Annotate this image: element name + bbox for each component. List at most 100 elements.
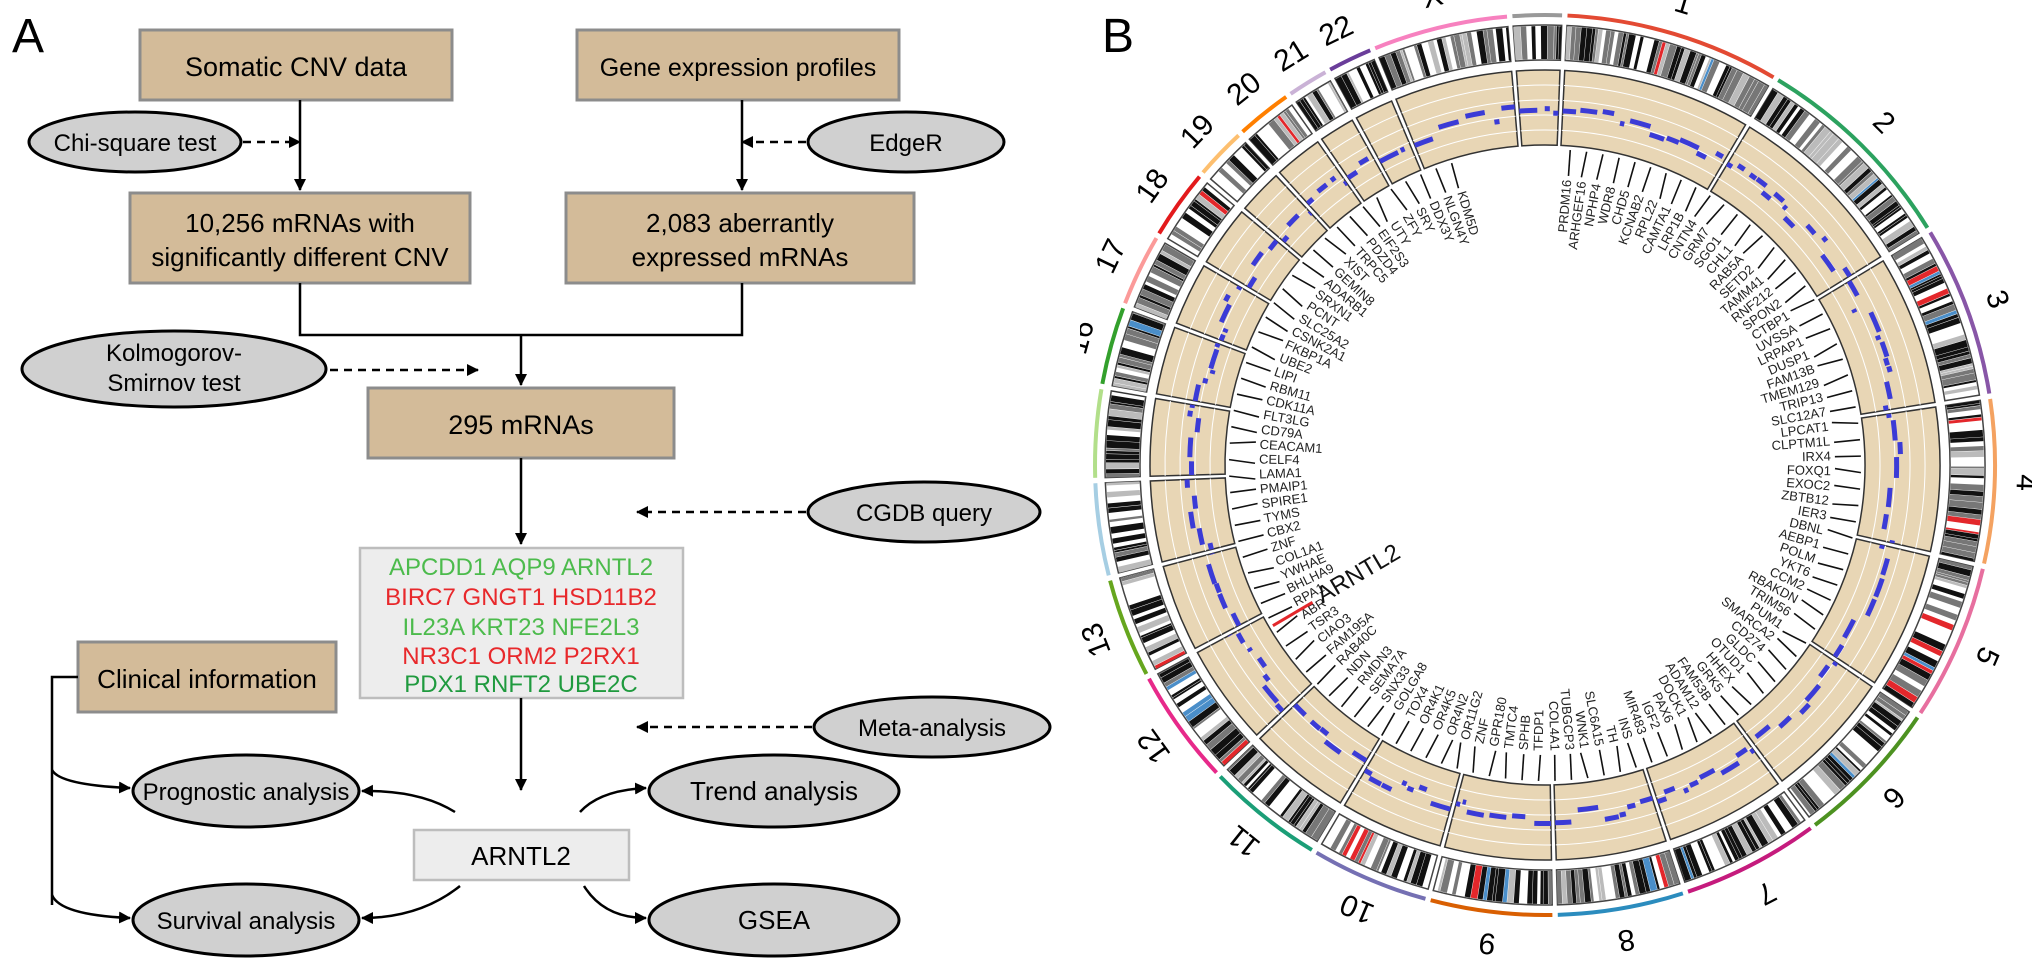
- ideogram-band: [1936, 568, 1970, 581]
- cnv-segment: [1293, 703, 1307, 717]
- chromosome-label: 5: [1969, 642, 2006, 670]
- ideogram-band: [1115, 550, 1149, 562]
- cnv-segment: [1413, 136, 1434, 148]
- track-gridline: [1370, 128, 1404, 145]
- ideogram-band: [1595, 867, 1602, 901]
- chromosome-label: 10: [1335, 887, 1379, 930]
- ideogram-band: [1164, 666, 1195, 687]
- ideogram-band: [1342, 825, 1361, 857]
- ideogram-band: [1120, 569, 1154, 582]
- track-gridline: [1179, 403, 1186, 476]
- ideogram-band: [1195, 194, 1226, 219]
- track-gridline: [1209, 408, 1216, 475]
- cnv-segment: [1698, 767, 1716, 780]
- cnv-segment: [1218, 303, 1232, 324]
- ideogram-band: [1712, 65, 1730, 97]
- ideogram-band: [1137, 297, 1170, 316]
- chromosome-outer-arc: [1430, 898, 1553, 917]
- gene-link-line: [1817, 358, 1843, 367]
- ideogram-band: [1946, 400, 1980, 408]
- gene-link-line: [1390, 188, 1408, 211]
- gene-link-line: [1258, 331, 1284, 342]
- ideogram-band: [1772, 101, 1795, 131]
- gene-link-line: [1305, 654, 1327, 673]
- ideogram-band: [1379, 56, 1397, 90]
- ideogram-band: [1790, 785, 1815, 815]
- ideogram-band: [1410, 851, 1426, 885]
- track-gridline: [1915, 409, 1926, 549]
- gsea-oval: GSEA: [647, 882, 901, 958]
- ideogram-band: [1835, 747, 1861, 772]
- ideogram-band: [1942, 373, 1976, 386]
- ideogram-band: [1249, 765, 1275, 793]
- track-gridline: [1377, 142, 1410, 158]
- ideogram-band: [1619, 863, 1628, 897]
- chromosome-label: 3: [1979, 286, 2016, 313]
- ideogram-band: [1697, 840, 1712, 873]
- aberrant-line1: 2,083 aberrantly: [646, 208, 834, 238]
- cnv-segment: [1778, 715, 1793, 729]
- cnv-track: [1355, 100, 1422, 185]
- gene-link-line: [1823, 374, 1849, 387]
- survival-label: Survival analysis: [157, 908, 336, 935]
- gene-link-line: [1813, 343, 1838, 358]
- gene-link-line: [1767, 649, 1787, 670]
- gene-link-line: [1784, 285, 1806, 304]
- ideogram-band: [1505, 27, 1511, 61]
- gene-link-line: [1674, 724, 1684, 750]
- ideogram-band: [1934, 576, 1968, 589]
- ideogram-band: [1834, 156, 1862, 185]
- gene-link-line: [1440, 739, 1454, 764]
- gene-link-line: [1367, 705, 1385, 728]
- track-gridline: [1754, 661, 1836, 746]
- ideogram-band: [1296, 101, 1318, 131]
- gene-link-line: [1834, 455, 1861, 458]
- ideogram-band: [1699, 839, 1715, 871]
- ideogram-band: [1949, 429, 1984, 439]
- ideogram-band: [1527, 870, 1533, 904]
- ideogram-band: [1824, 757, 1850, 784]
- ideogram-band: [1416, 43, 1431, 77]
- gene-link-line: [1616, 745, 1622, 772]
- ideogram-band: [1769, 99, 1791, 129]
- gene-link-line: [1822, 546, 1849, 555]
- gene-link-line: [1612, 157, 1620, 184]
- ideogram-band: [1755, 809, 1778, 841]
- ideogram-band: [1822, 759, 1848, 786]
- ideogram-band: [1638, 859, 1651, 893]
- ideogram-band: [1108, 416, 1142, 423]
- track-gridline: [1555, 826, 1662, 846]
- track-gridline: [1255, 186, 1287, 219]
- ideogram-band: [1827, 754, 1853, 781]
- cnv-segment: [1418, 784, 1428, 793]
- ideogram-band: [1682, 845, 1697, 878]
- gene-label: CEACAM1: [1259, 437, 1323, 456]
- ideogram-band: [1305, 805, 1329, 837]
- gene-link-line: [1830, 516, 1856, 523]
- ideogram-band: [1934, 340, 1968, 356]
- ideogram-band: [1589, 28, 1596, 62]
- cnv-segment: [1679, 137, 1700, 151]
- track-gridline: [1194, 405, 1201, 475]
- cnv-segment: [1782, 215, 1796, 229]
- ideogram-band: [1112, 533, 1146, 544]
- ideogram-band: [1859, 720, 1887, 743]
- ideogram-band: [1660, 44, 1677, 78]
- cnv-track: [1175, 264, 1270, 351]
- ideogram-band: [1120, 569, 1153, 579]
- ideogram-band: [1722, 70, 1744, 103]
- ideogram-band: [1106, 448, 1140, 452]
- gene-link-line: [1324, 237, 1347, 255]
- ideogram-band: [1436, 38, 1450, 72]
- ideogram-band: [1926, 313, 1959, 329]
- ideogram-band: [1701, 59, 1720, 93]
- ideogram-band: [1718, 68, 1737, 100]
- track-gridline: [1374, 753, 1457, 789]
- gene-link-line: [1450, 162, 1460, 189]
- ideogram-band: [1903, 652, 1935, 671]
- gene-link-line: [1472, 746, 1476, 773]
- ideogram-band: [1912, 278, 1945, 297]
- ideogram-band: [1241, 145, 1267, 172]
- ideogram-band: [1238, 755, 1265, 783]
- survival-oval: Survival analysis: [131, 882, 361, 958]
